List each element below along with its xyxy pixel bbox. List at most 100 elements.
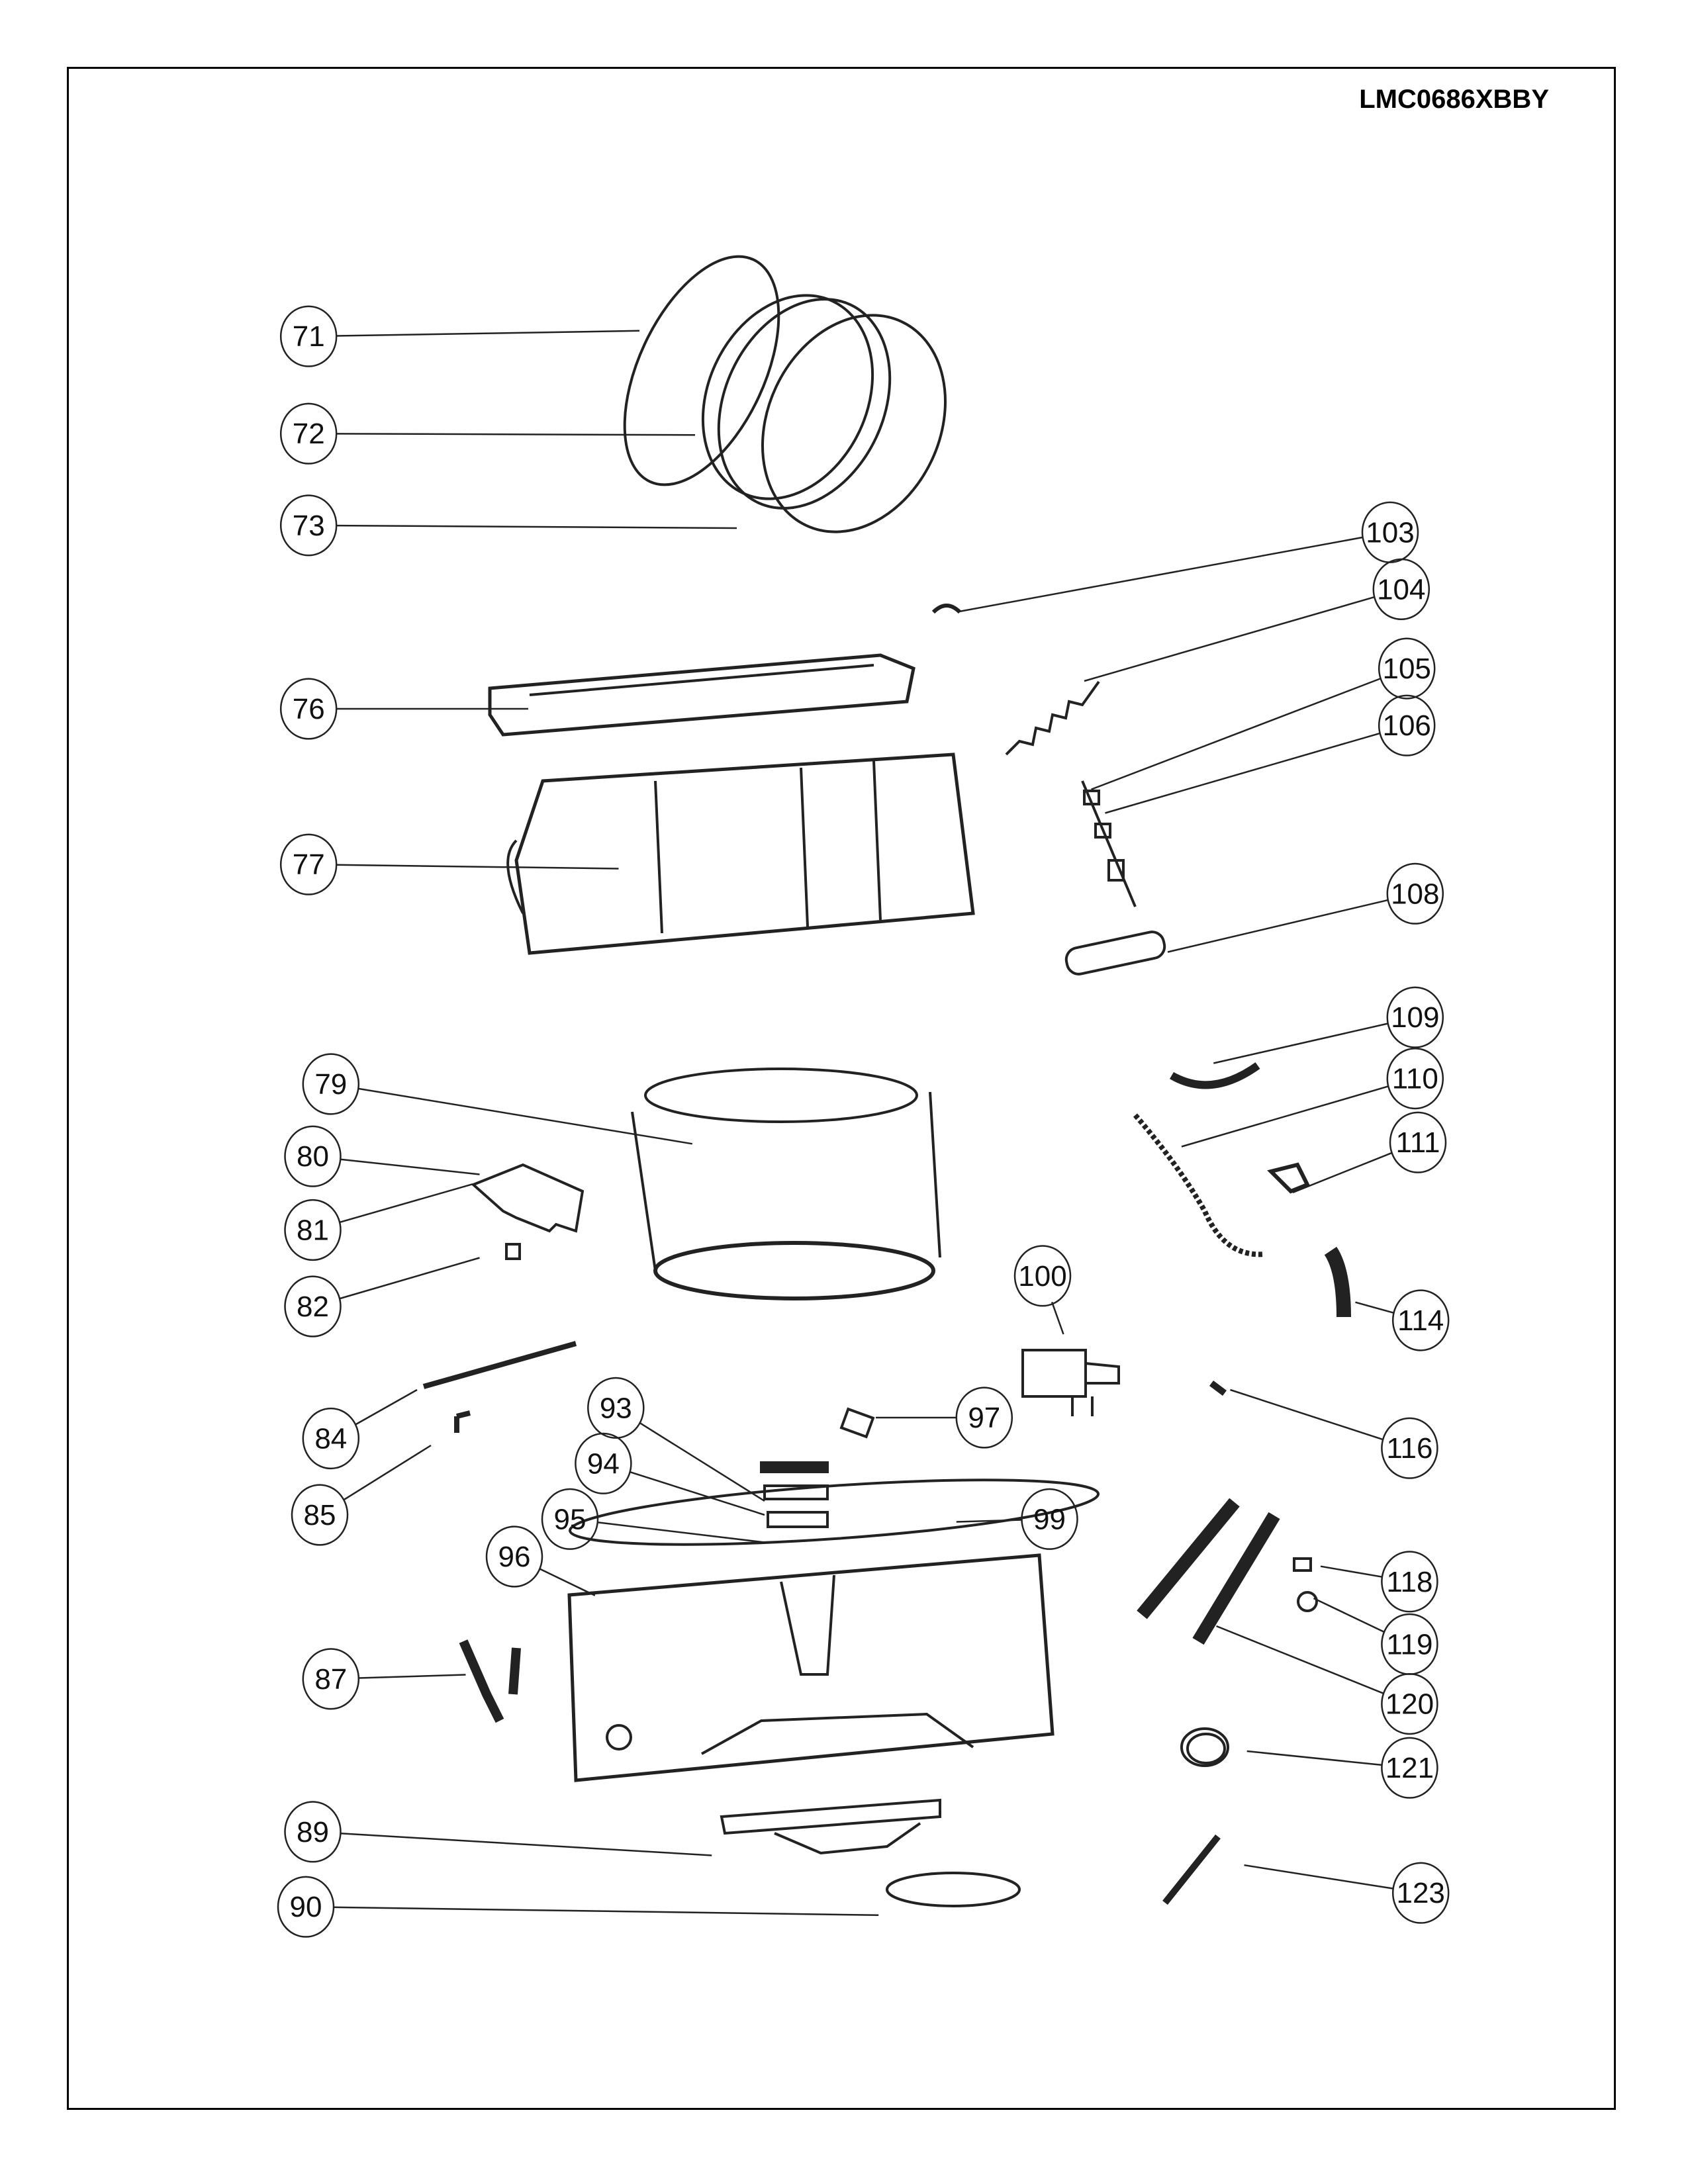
- callout-circle: [284, 1125, 342, 1187]
- callout-number: 123: [1396, 1877, 1444, 1909]
- callout-circle: [1381, 1672, 1438, 1735]
- callout-number: 82: [297, 1291, 329, 1323]
- callout-118: 118: [1320, 1551, 1438, 1613]
- callout-circle: [1391, 1289, 1450, 1351]
- callout-circle: [284, 1275, 342, 1338]
- valve-part: [1267, 1162, 1311, 1194]
- leader-line: [336, 864, 619, 870]
- callout-circle: [1378, 637, 1436, 700]
- callout-106: 106: [1105, 694, 1436, 814]
- callout-number: 80: [297, 1140, 329, 1173]
- leader-line: [358, 1674, 466, 1679]
- leader-line: [956, 1519, 1022, 1523]
- callout-109: 109: [1213, 986, 1444, 1064]
- leader-line: [358, 1087, 693, 1145]
- callout-103: 103: [959, 501, 1419, 613]
- leader-line: [1084, 596, 1375, 682]
- callout-73: 73: [279, 494, 737, 557]
- callout-circle: [1378, 694, 1436, 756]
- leader-line: [1292, 1152, 1393, 1193]
- leader-line: [539, 1568, 596, 1596]
- callout-76: 76: [279, 678, 528, 740]
- leader-line: [1051, 1301, 1064, 1335]
- callout-81: 81: [284, 1183, 473, 1261]
- callout-circle: [1381, 1551, 1438, 1613]
- drum-part: [631, 1068, 941, 1300]
- callout-number: 121: [1385, 1752, 1434, 1784]
- callout-number: 90: [290, 1891, 322, 1923]
- leader-line: [1216, 1625, 1384, 1695]
- callout-number: 71: [293, 320, 325, 353]
- spring-part: [1005, 680, 1100, 756]
- callout-number: 84: [314, 1423, 347, 1455]
- leader-line: [333, 1906, 879, 1917]
- callout-number: 118: [1386, 1566, 1432, 1598]
- callout-96: 96: [485, 1525, 596, 1596]
- callout-number: 93: [600, 1392, 632, 1424]
- callout-104: 104: [1084, 558, 1430, 682]
- callout-97: 97: [876, 1387, 1013, 1449]
- drain-fitting-part: [459, 1639, 521, 1723]
- bushing-part: [1081, 780, 1137, 907]
- callout-number: 87: [314, 1663, 347, 1696]
- leader-line: [1246, 1750, 1382, 1766]
- callout-number: 108: [1391, 878, 1439, 910]
- callout-number: 105: [1382, 653, 1430, 685]
- callout-circle: [955, 1387, 1013, 1449]
- clip-part: [839, 1407, 875, 1439]
- callout-number: 114: [1397, 1304, 1444, 1337]
- rod-part: [422, 1341, 577, 1389]
- callout-circle: [1386, 1047, 1444, 1110]
- control-module-part: [1021, 1349, 1120, 1416]
- leader-line: [336, 433, 696, 436]
- cap-part: [1293, 1557, 1318, 1612]
- callout-circle: [1386, 986, 1444, 1048]
- callout-circle: [1372, 558, 1430, 621]
- leader-line: [1355, 1301, 1395, 1314]
- leader-line: [1313, 1597, 1385, 1633]
- callout-circle: [279, 494, 338, 557]
- callout-77: 77: [279, 833, 619, 895]
- tube-part: [1169, 1062, 1260, 1089]
- tub-cover-part: [488, 653, 915, 737]
- callout-number: 116: [1386, 1432, 1432, 1465]
- belt-part: [886, 1872, 1021, 1907]
- callout-circle: [277, 1876, 335, 1938]
- callout-circle: [1386, 862, 1444, 925]
- callout-number: 94: [587, 1447, 620, 1480]
- clip-small-part: [931, 604, 962, 614]
- callout-circle: [1389, 1111, 1447, 1173]
- callout-108: 108: [1167, 862, 1444, 953]
- clamp-ring-part: [623, 255, 780, 486]
- callout-105: 105: [1091, 637, 1436, 790]
- drain-hose-part: [1324, 1246, 1351, 1318]
- callout-number: 103: [1366, 516, 1414, 549]
- callout-circle: [291, 1484, 349, 1546]
- callout-95: 95: [541, 1488, 768, 1550]
- leader-line: [336, 330, 640, 337]
- pad-stack-part: [760, 1461, 829, 1528]
- callout-94: 94: [575, 1432, 765, 1516]
- callout-circle: [485, 1525, 543, 1588]
- callout-71: 71: [279, 305, 640, 367]
- callout-121: 121: [1246, 1737, 1438, 1799]
- callout-123: 123: [1244, 1862, 1450, 1924]
- callout-87: 87: [302, 1648, 466, 1710]
- heater-part: [1064, 931, 1166, 976]
- callout-number: 97: [968, 1402, 1000, 1434]
- leader-line: [1167, 899, 1389, 953]
- callout-number: 100: [1018, 1260, 1066, 1293]
- callout-circle: [587, 1377, 645, 1439]
- callout-number: 81: [297, 1214, 329, 1247]
- callout-90: 90: [277, 1876, 879, 1938]
- callout-number: 95: [554, 1503, 586, 1535]
- callout-circle: [541, 1488, 599, 1550]
- sensor-part: [1162, 1834, 1221, 1905]
- leader-line: [1230, 1388, 1383, 1441]
- callout-120: 120: [1216, 1625, 1438, 1735]
- callout-circle: [1381, 1417, 1438, 1479]
- leader-line: [354, 1388, 418, 1426]
- leader-line: [597, 1522, 768, 1544]
- leader-line: [342, 1444, 432, 1501]
